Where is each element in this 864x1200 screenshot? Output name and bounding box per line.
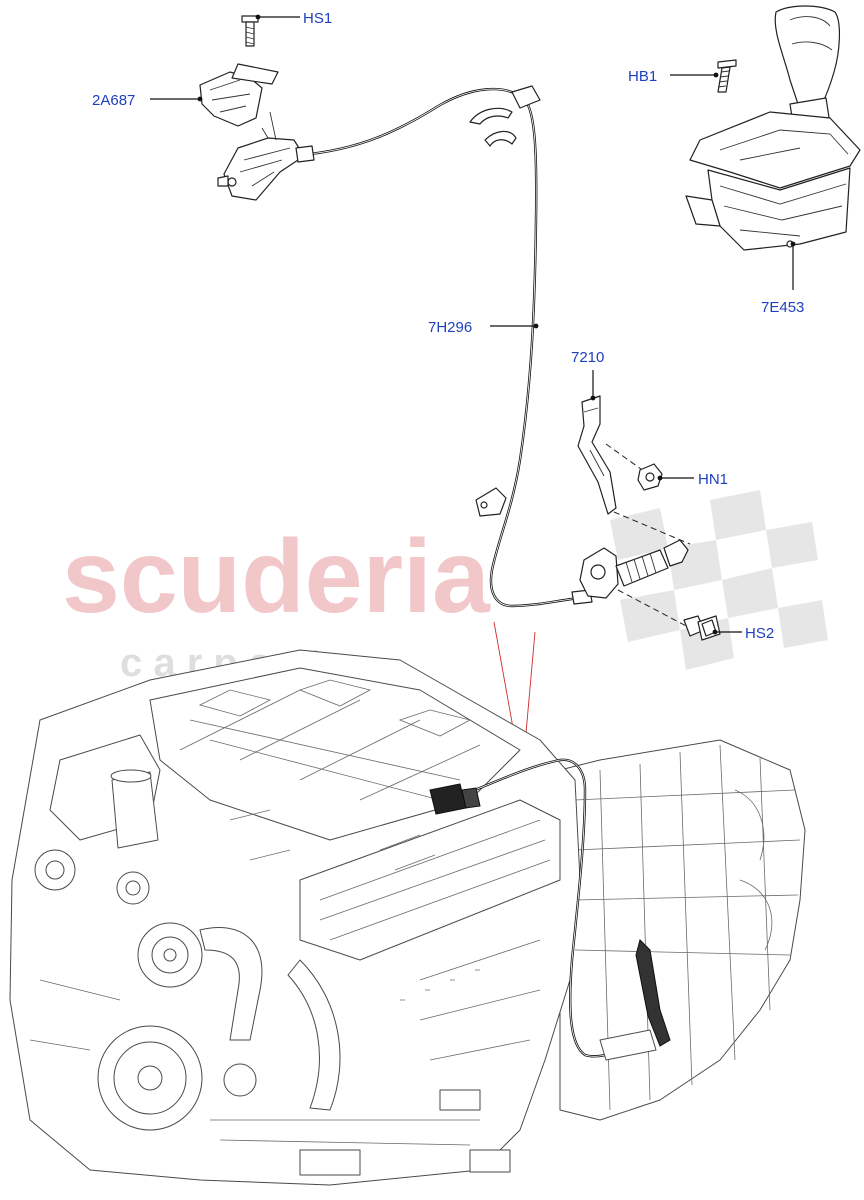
engine-and-transmission — [9, 649, 806, 1186]
installed-shift-cable — [429, 758, 671, 1061]
label-hs1[interactable]: HS1 — [303, 10, 332, 27]
bracket-2a687 — [199, 15, 315, 201]
watermark-checkered-flag — [610, 490, 828, 670]
label-7210[interactable]: 7210 — [571, 349, 604, 366]
leader-lines — [150, 14, 796, 635]
label-hn1[interactable]: HN1 — [698, 471, 728, 488]
gear-shifter-7e453 — [685, 5, 861, 251]
label-hs2[interactable]: HS2 — [745, 625, 774, 642]
part-labels: HS1 2A687 HB1 7E453 7H296 7210 HN1 HS2 — [92, 10, 804, 642]
label-7e453[interactable]: 7E453 — [761, 299, 804, 316]
shift-cable-7h296 — [298, 85, 593, 608]
label-hb1[interactable]: HB1 — [628, 68, 657, 85]
label-7h296[interactable]: 7H296 — [428, 319, 472, 336]
watermark: scuderia c a r p a r t s — [62, 490, 828, 685]
watermark-brand: scuderia — [62, 519, 491, 635]
label-2a687[interactable]: 2A687 — [92, 92, 135, 109]
nut-hn1 — [637, 463, 663, 491]
cable-bracket-7210 — [577, 395, 691, 629]
